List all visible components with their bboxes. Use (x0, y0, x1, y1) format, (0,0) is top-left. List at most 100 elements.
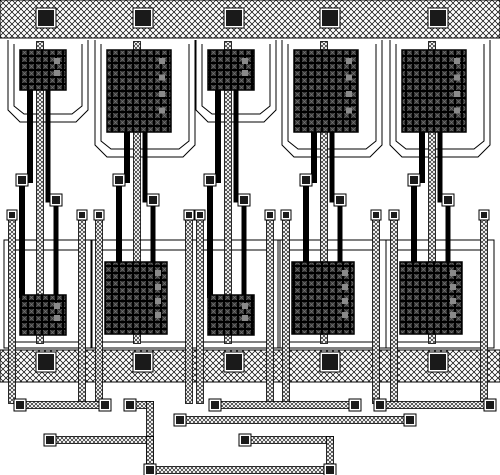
route-3-end-core (406, 416, 414, 424)
cell-5-pin-top-0-core (391, 212, 397, 218)
cell-4-metal-left-seg-0 (311, 129, 317, 183)
transistor-layer (19, 49, 467, 336)
cell-4-pin-1-seg-0 (372, 211, 380, 404)
route-4-start-core (211, 401, 219, 409)
cell-3-metal-left-seg-2 (207, 177, 213, 298)
cell-2-bottom-tap-core (135, 354, 151, 370)
cell-1-metal-right-seg-2 (53, 197, 59, 298)
cell-3-gate-via-a-core (206, 176, 214, 184)
cell-5-metal-left-seg-2 (411, 177, 417, 265)
cell-1-nmos-block-via-1 (54, 315, 60, 321)
cell-5-pin-top-1-core (481, 212, 487, 218)
cell-4-nmos-block-via-1 (342, 284, 348, 290)
cell-3-pmos-block-via-0 (242, 58, 248, 64)
cell-2-nmos-block-via-1 (155, 284, 161, 290)
cell-3-pin-top-1-core (267, 212, 273, 218)
route-6-seg-0 (376, 401, 494, 409)
via-layer (6, 7, 497, 475)
cell-2-pmos-block-via-1 (159, 74, 165, 81)
route-0-end-core (101, 401, 109, 409)
route-2-seg-0 (46, 436, 154, 444)
cell-4-pmos-block-via-2 (346, 91, 352, 97)
cell-5-pmos-block-via-3 (454, 107, 460, 114)
cell-5-gate-via-b-core (444, 196, 452, 204)
cell-4-bottom-tap-core (322, 354, 338, 370)
cell-5-pin-0-seg-0 (390, 211, 398, 404)
cell-4-gate-via-a-core (302, 176, 310, 184)
cell-5-pmos-block-via-2 (454, 91, 460, 97)
cell-3-gate-via-b-core (240, 196, 248, 204)
cell-4-pin-0-seg-0 (282, 211, 290, 404)
cell-3-bottom-tap-core (226, 354, 242, 370)
route-4-seg-0 (211, 401, 359, 409)
cell-1-pmos-block-via-0 (54, 58, 60, 64)
cell-4-pin-top-0-core (283, 212, 289, 218)
top-power-rail (0, 0, 500, 39)
cell-1-poly-gate-seg-0 (36, 41, 44, 344)
cell-2-metal-right-seg-0 (142, 129, 148, 203)
cell-5-nmos-block-via-2 (450, 298, 456, 304)
cell-2-pin-0-seg-0 (95, 211, 103, 404)
route-7-end-core (326, 466, 334, 474)
cell-1-bottom-tap-core (38, 354, 54, 370)
cell-4-metal-right-seg-2 (337, 197, 343, 265)
cell-5-metal-right-seg-0 (437, 129, 443, 203)
cell-1-nwell-outline (3, 239, 93, 349)
route-3-seg-0 (176, 416, 414, 424)
cell-5-nmos-block-via-0 (450, 270, 456, 276)
cell-3-nmos-block-via-0 (242, 303, 248, 309)
cell-4-pmos-block-via-0 (346, 58, 352, 64)
cell-2-nmos-block-via-3 (155, 312, 161, 318)
route-0-start-core (16, 401, 24, 409)
cell-2-pin-1-seg-0 (185, 211, 193, 404)
route-5-start-core (241, 436, 249, 444)
route-1-start-core (126, 401, 134, 409)
cell-4-nmos-block-via-0 (342, 270, 348, 276)
cell-5-pmos-block-via-0 (454, 58, 460, 64)
cell-3-metal-left-seg-0 (215, 87, 221, 183)
cell-2-top-tap-core (135, 10, 151, 26)
cell-4-pin-top-1-core (373, 212, 379, 218)
cell-4-metal-left-seg-2 (303, 177, 309, 265)
cell-4-metal-right-seg-0 (329, 129, 335, 203)
route-6-start-core (376, 401, 384, 409)
cell-5-nmos-block-via-3 (450, 312, 456, 318)
bottom-ground-rail (0, 349, 500, 383)
cell-5-pmos-block-via-1 (454, 74, 460, 81)
cell-5-metal-right-seg-2 (445, 197, 451, 265)
cell-1-metal-left-seg-2 (19, 177, 25, 298)
cell-5-bottom-tap-core (430, 354, 446, 370)
cell-5-nmos-block-via-1 (450, 284, 456, 290)
cell-1-pin-1-seg-0 (78, 211, 86, 404)
route-3-start-core (176, 416, 184, 424)
cell-2-pmos-block-via-3 (159, 107, 165, 114)
cell-3-metal-right-seg-2 (241, 197, 247, 298)
cell-4-pmos-block-via-3 (346, 107, 352, 114)
cell-5-nwell-outline (385, 239, 495, 349)
cell-2-gate-via-a-core (115, 176, 123, 184)
cell-2-nmos-block-via-2 (155, 298, 161, 304)
cell-3-pin-1-seg-0 (266, 211, 274, 404)
route-7-seg-0 (146, 466, 334, 474)
route-4-end-core (351, 401, 359, 409)
cell-3-metal-right-seg-0 (233, 87, 239, 203)
cell-1-metal-right-seg-0 (45, 87, 51, 203)
cell-3-pin-top-0-core (197, 212, 203, 218)
cell-3-poly-gate-seg-0 (224, 41, 232, 344)
cell-2-metal-left-seg-0 (124, 129, 130, 183)
route-5-seg-0 (241, 436, 334, 444)
cell-1-gate-via-b-core (52, 196, 60, 204)
cell-4-gate-via-b-core (336, 196, 344, 204)
cell-5-metal-left-seg-0 (419, 129, 425, 183)
cell-4-poly-gate-seg-0 (320, 41, 328, 344)
cell-2-metal-right-seg-2 (150, 197, 156, 265)
cell-2-pmos-block-via-2 (159, 91, 165, 97)
cell-1-pin-top-0-core (9, 212, 15, 218)
route-2-start-core (46, 436, 54, 444)
cell-2-nmos-block-via-0 (155, 270, 161, 276)
cell-3-nmos-block-via-1 (242, 315, 248, 321)
cell-4-nmos-block-via-2 (342, 298, 348, 304)
cell-2-gate-via-b-core (149, 196, 157, 204)
cell-2-metal-left-seg-2 (116, 177, 122, 265)
route-6-end-core (486, 401, 494, 409)
